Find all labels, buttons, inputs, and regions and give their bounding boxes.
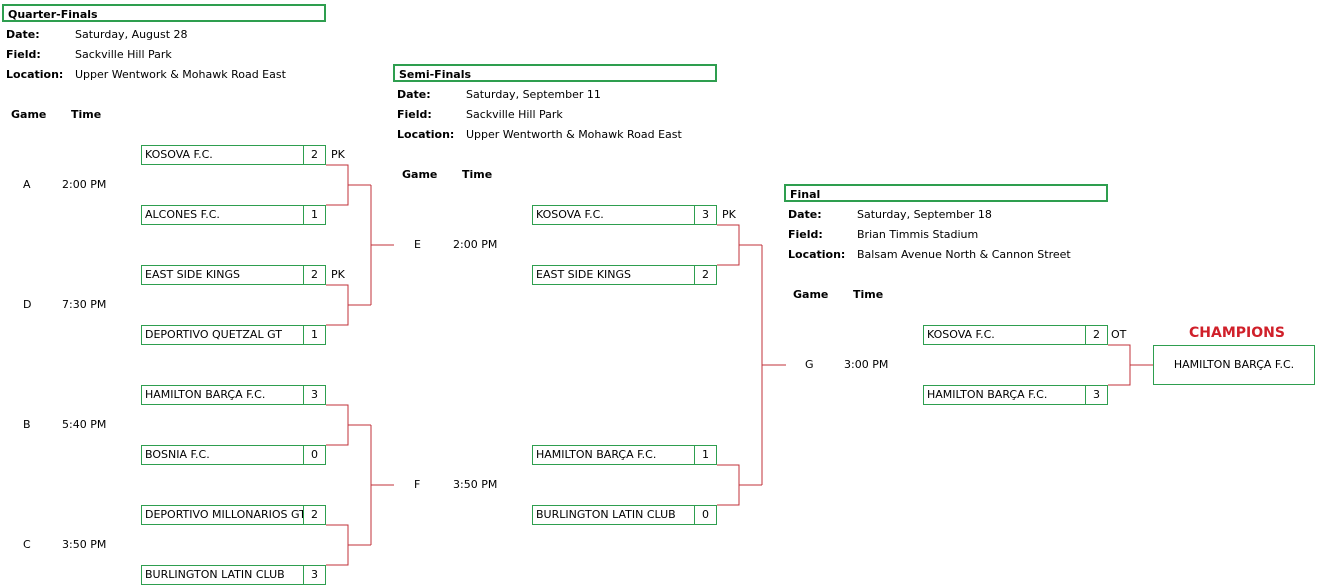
sf-team-box: KOSOVA F.C. 3 [532, 205, 717, 225]
result-note: PK [331, 268, 345, 281]
f-date-label: Date: [788, 208, 822, 221]
qf-team-box: HAMILTON BARÇA F.C. 3 [141, 385, 326, 405]
sf-game-id: E [414, 238, 421, 251]
qf-time-header: Time [71, 108, 102, 121]
sf-game-time: 3:50 PM [453, 478, 498, 491]
qf-team-box: BURLINGTON LATIN CLUB 3 [141, 565, 326, 585]
team-score: 0 [694, 506, 716, 524]
team-name: HAMILTON BARÇA F.C. [145, 388, 266, 401]
qf-team-box: EAST SIDE KINGS 2 [141, 265, 326, 285]
quarter-finals-title: Quarter-Finals [2, 4, 326, 22]
bracket-connector [717, 224, 740, 266]
team-score: 0 [303, 446, 325, 464]
qf-game-time: 5:40 PM [62, 418, 107, 431]
final-team-box: HAMILTON BARÇA F.C. 3 [923, 385, 1108, 405]
semi-finals-title: Semi-Finals [393, 64, 717, 82]
f-game-id: G [805, 358, 814, 371]
team-score: 3 [303, 566, 325, 584]
final-title: Final [784, 184, 1108, 202]
team-score: 1 [303, 326, 325, 344]
f-location-label: Location: [788, 248, 846, 261]
sf-game-time: 2:00 PM [453, 238, 498, 251]
result-note: PK [331, 148, 345, 161]
f-field: Brian Timmis Stadium [857, 228, 979, 241]
qf-team-box: BOSNIA F.C. 0 [141, 445, 326, 465]
qf-game-header: Game [11, 108, 47, 121]
team-name: ALCONES F.C. [145, 208, 220, 221]
qf-team-box: DEPORTIVO MILLONARIOS GT 2 [141, 505, 326, 525]
f-time-header: Time [853, 288, 884, 301]
qf-date: Saturday, August 28 [75, 28, 188, 41]
qf-game-time: 7:30 PM [62, 298, 107, 311]
sf-game-header: Game [402, 168, 438, 181]
team-name: KOSOVA F.C. [927, 328, 995, 341]
bracket-connector [326, 284, 349, 326]
f-field-label: Field: [788, 228, 823, 241]
team-name: EAST SIDE KINGS [145, 268, 241, 281]
sf-field: Sackville Hill Park [466, 108, 563, 121]
final-team-box: KOSOVA F.C. 2 [923, 325, 1108, 345]
team-name: EAST SIDE KINGS [536, 268, 632, 281]
bracket-connector [326, 404, 349, 446]
qf-game-time: 3:50 PM [62, 538, 107, 551]
f-date: Saturday, September 18 [857, 208, 992, 221]
team-name: HAMILTON BARÇA F.C. [536, 448, 657, 461]
qf-team-box: ALCONES F.C. 1 [141, 205, 326, 225]
qf-game-id: C [23, 538, 31, 551]
team-score: 3 [694, 206, 716, 224]
team-score: 1 [694, 446, 716, 464]
bracket-connector [326, 164, 349, 206]
team-score: 2 [694, 266, 716, 284]
f-location: Balsam Avenue North & Cannon Street [857, 248, 1071, 261]
team-score: 2 [303, 266, 325, 284]
team-name: DEPORTIVO QUETZAL GT [145, 328, 282, 341]
sf-date: Saturday, September 11 [466, 88, 601, 101]
team-name: HAMILTON BARÇA F.C. [927, 388, 1048, 401]
team-score: 2 [303, 506, 325, 524]
team-score: 2 [1085, 326, 1107, 344]
team-score: 1 [303, 206, 325, 224]
sf-field-label: Field: [397, 108, 432, 121]
sf-game-id: F [414, 478, 421, 491]
result-note: OT [1111, 328, 1127, 341]
sf-team-box: BURLINGTON LATIN CLUB 0 [532, 505, 717, 525]
qf-game-id: A [23, 178, 31, 191]
champions-label: CHAMPIONS [1189, 325, 1285, 341]
sf-location-label: Location: [397, 128, 455, 141]
qf-game-id: B [23, 418, 31, 431]
bracket-connector [717, 464, 740, 506]
qf-game-id: D [23, 298, 32, 311]
qf-field-label: Field: [6, 48, 41, 61]
sf-location: Upper Wentworth & Mohawk Road East [466, 128, 682, 141]
team-name: BOSNIA F.C. [145, 448, 210, 461]
bracket-connector [1108, 344, 1131, 386]
qf-game-time: 2:00 PM [62, 178, 107, 191]
bracket-connector [326, 524, 349, 566]
sf-time-header: Time [462, 168, 493, 181]
champion-team-box: HAMILTON BARÇA F.C. [1153, 345, 1315, 385]
f-game-header: Game [793, 288, 829, 301]
sf-date-label: Date: [397, 88, 431, 101]
sf-team-box: HAMILTON BARÇA F.C. 1 [532, 445, 717, 465]
qf-location-label: Location: [6, 68, 64, 81]
result-note: PK [722, 208, 736, 221]
team-score: 2 [303, 146, 325, 164]
team-name: BURLINGTON LATIN CLUB [536, 508, 676, 521]
team-name: KOSOVA F.C. [145, 148, 213, 161]
qf-team-box: KOSOVA F.C. 2 [141, 145, 326, 165]
team-score: 3 [1085, 386, 1107, 404]
team-score: 3 [303, 386, 325, 404]
sf-team-box: EAST SIDE KINGS 2 [532, 265, 717, 285]
qf-field: Sackville Hill Park [75, 48, 172, 61]
team-name: KOSOVA F.C. [536, 208, 604, 221]
qf-location: Upper Wentwork & Mohawk Road East [75, 68, 286, 81]
team-name: BURLINGTON LATIN CLUB [145, 568, 285, 581]
qf-date-label: Date: [6, 28, 40, 41]
team-name: DEPORTIVO MILLONARIOS GT [145, 508, 303, 521]
f-game-time: 3:00 PM [844, 358, 889, 371]
qf-team-box: DEPORTIVO QUETZAL GT 1 [141, 325, 326, 345]
